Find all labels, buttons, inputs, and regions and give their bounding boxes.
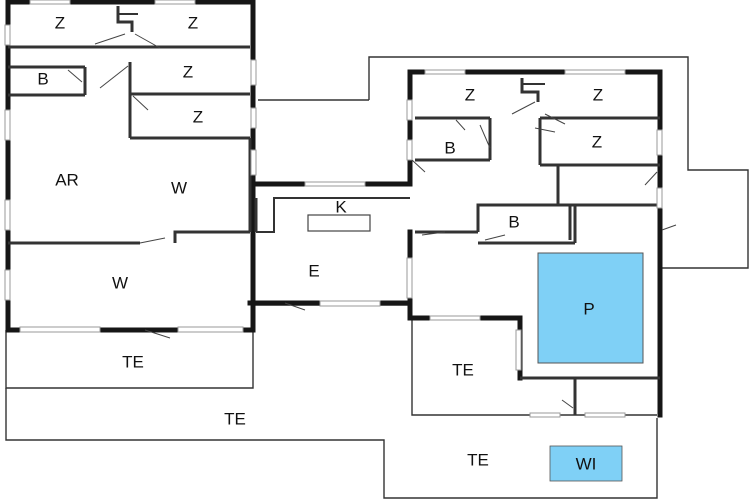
room-label-b3: B <box>508 212 519 231</box>
walls <box>5 0 663 418</box>
room-label-te4: TE <box>467 450 489 469</box>
room-label-te3: TE <box>452 360 474 379</box>
room-label-z3: Z <box>183 62 193 81</box>
room-label-wi: WI <box>576 454 597 473</box>
room-label-z7: Z <box>592 132 602 151</box>
room-label-p: P <box>583 299 594 318</box>
room-label-w1: W <box>171 178 187 197</box>
doors <box>67 33 677 409</box>
room-label-ar: AR <box>55 170 79 189</box>
room-label-z2: Z <box>188 13 198 32</box>
windows <box>4 0 663 418</box>
room-label-te2: TE <box>224 409 246 428</box>
kitchen-counter <box>307 214 371 232</box>
room-label-z1: Z <box>55 13 65 32</box>
pool <box>537 252 644 364</box>
room-label-z6: Z <box>593 85 603 104</box>
room-label-z5: Z <box>465 85 475 104</box>
room-label-w2: W <box>112 273 128 292</box>
room-label-k: K <box>335 197 347 216</box>
room-label-z4: Z <box>193 107 203 126</box>
whirlpool <box>549 445 623 482</box>
room-label-e: E <box>308 261 319 280</box>
room-label-te1: TE <box>122 352 144 371</box>
room-labels: Z Z B Z Z AR W W K E TE TE TE TE Z Z B Z… <box>37 13 603 473</box>
room-label-b2: B <box>444 138 455 157</box>
room-label-b1: B <box>37 69 48 88</box>
